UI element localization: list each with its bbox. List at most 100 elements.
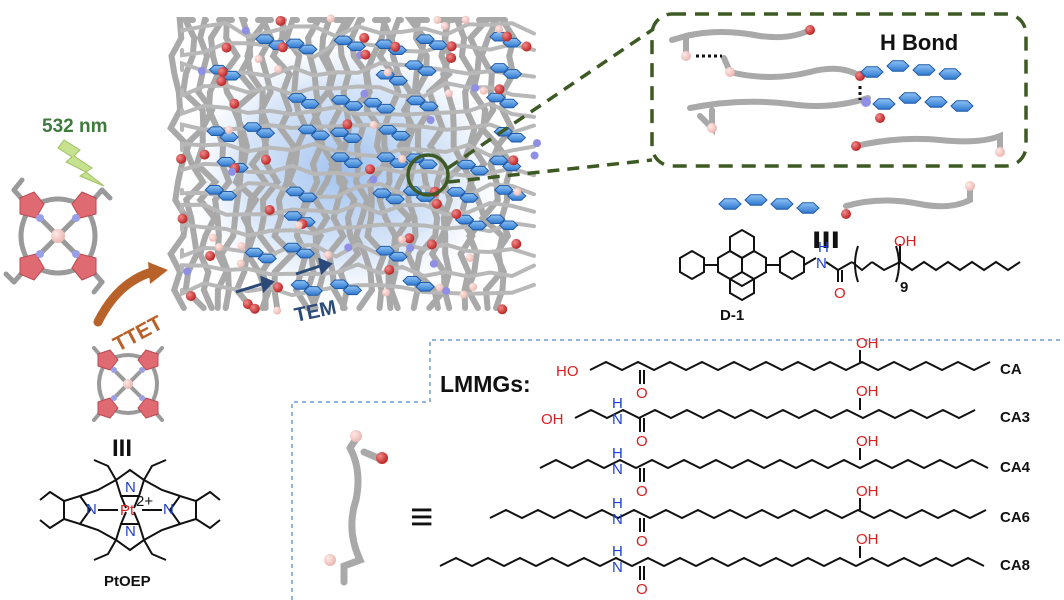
fiber-strand — [180, 21, 536, 39]
gelator-chain — [489, 508, 987, 520]
amide-hydrogen: H — [612, 543, 623, 560]
d1-repeat: 9 — [900, 279, 908, 296]
fiber-strand — [464, 17, 494, 311]
amide-nitrogen: N — [612, 559, 623, 576]
lightning-bolt-icon — [57, 139, 105, 187]
annihilator-ring — [406, 95, 426, 106]
annihilator-ring — [388, 251, 408, 262]
d1-model-ring — [744, 194, 768, 206]
gelator-id: CA — [1000, 361, 1022, 378]
d1-oh: OH — [894, 233, 917, 250]
network-atom — [494, 84, 505, 95]
h-bond-annihilators — [860, 60, 974, 112]
network-atom — [431, 198, 442, 209]
network-atom — [183, 267, 192, 276]
annihilator-ring — [310, 130, 331, 141]
annihilator-ring — [362, 97, 383, 108]
carbonyl-oxygen: O — [636, 433, 648, 450]
ptoep-n-bottom: N — [125, 523, 136, 540]
network-atom — [294, 221, 303, 230]
inset-annihilator-ring — [924, 96, 948, 108]
annihilator-ring — [418, 159, 438, 170]
d1-n: N — [816, 255, 827, 272]
network-atom — [273, 282, 283, 293]
annihilator-ring — [295, 248, 316, 259]
annihilator-ring — [454, 214, 475, 225]
network-atom — [360, 89, 369, 98]
inset-annihilator-ring — [886, 60, 910, 72]
network-atom — [359, 32, 370, 43]
annihilator-ring — [488, 155, 509, 166]
ttet-arrow-group: TTET — [93, 262, 168, 356]
gelator-chain — [439, 556, 985, 568]
d1-structure — [679, 228, 1021, 302]
inset-annihilator-ring — [938, 68, 962, 80]
h-bond-fibers — [669, 27, 1003, 155]
network-atom — [521, 41, 532, 52]
lmmgs-label: LMMGs: — [440, 371, 531, 397]
ptoep-equiv-bars: III — [112, 435, 132, 462]
annihilator-ring — [255, 34, 275, 44]
gelator-chain — [589, 360, 991, 372]
inset-annihilator-ring — [950, 100, 974, 112]
network-atom — [426, 116, 435, 124]
annihilator-ring — [206, 126, 226, 136]
tem-arrows — [235, 257, 333, 294]
annihilator-ring — [391, 131, 411, 141]
network-atom — [197, 67, 206, 75]
amide-hydrogen: H — [612, 395, 623, 412]
annihilator-ring — [469, 165, 490, 176]
ptoep-metal: Pt — [120, 502, 135, 519]
annihilator-ring — [330, 152, 351, 162]
amide-nitrogen: N — [612, 461, 623, 478]
amide-hydrogen: H — [612, 445, 623, 462]
annihilator-ring — [219, 132, 239, 142]
annihilator-ring — [343, 158, 364, 168]
network-atom — [216, 76, 227, 87]
amide-hydrogen: H — [612, 495, 623, 512]
annihilator-ring — [402, 276, 422, 286]
fiber-strand — [205, 17, 233, 311]
fiber-strand — [492, 17, 518, 311]
inset-annihilator-ring — [872, 98, 896, 110]
annihilator-ring — [498, 220, 519, 230]
network-atom — [501, 31, 512, 42]
network-atom — [426, 239, 437, 250]
network-atom — [384, 264, 395, 275]
network-atom — [446, 53, 457, 63]
amide-nitrogen: N — [612, 511, 623, 528]
network-atom — [365, 164, 375, 175]
wavelength-label: 532 nm — [42, 116, 107, 137]
inset-annihilator-ring — [860, 66, 884, 78]
network-atom — [398, 155, 407, 163]
network-atom — [469, 282, 478, 291]
ttet-arrow — [93, 267, 157, 327]
network-atom — [511, 238, 522, 249]
annihilator-ring — [378, 125, 398, 135]
ptoep-n-left: N — [86, 501, 97, 518]
network-atom — [229, 98, 240, 109]
fiber-strand — [180, 200, 536, 217]
carbonyl-oxygen: O — [636, 385, 648, 402]
annihilator-ring — [375, 103, 396, 114]
carbonyl-oxygen: O — [636, 581, 648, 598]
annihilator-ring — [329, 279, 350, 290]
network-atom — [225, 126, 233, 134]
annihilator-ring — [404, 60, 424, 70]
network-atom — [440, 21, 449, 30]
network-atom — [176, 153, 187, 164]
excitation-group: 532 nm — [42, 116, 107, 187]
annihilator-ring — [419, 101, 439, 112]
network-atom — [446, 41, 457, 52]
network-atom — [465, 253, 474, 262]
gelator-id: CA3 — [1000, 409, 1030, 426]
annihilator-ring — [342, 285, 363, 296]
annihilator-ring — [375, 245, 395, 256]
head-group-label: HO — [556, 363, 579, 380]
network-atom — [217, 67, 228, 77]
annihilator-ring — [300, 99, 320, 109]
head-group-label: OH — [541, 411, 564, 428]
annihilator-ring — [285, 186, 305, 197]
